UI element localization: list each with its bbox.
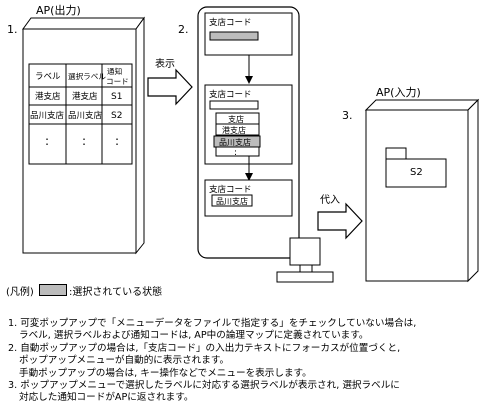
legend-suffix: :選択されている状態	[69, 287, 163, 298]
step-number-3: 3.	[342, 109, 353, 122]
step-number-2: 2.	[178, 23, 189, 36]
ap-input-title: AP(入力)	[376, 86, 421, 99]
screen3-branch-code-label: 支店コード	[209, 184, 252, 195]
svg-text::: :	[115, 134, 119, 148]
screen3-branch-code-field[interactable]	[211, 194, 253, 207]
legend: (凡例) :選択されている状態	[6, 283, 162, 298]
screen2-branch-code-label: 支店コード	[209, 89, 252, 100]
ap-input-box: AP(入力) S2	[364, 86, 480, 283]
note-2-line-2: ポップアップメニューが自動的に表示されます。	[19, 355, 230, 367]
note-2-line-1: 2. 自動ポップアップの場合は,「支店コード」の入出力テキストにフォーカスが位置…	[8, 342, 401, 354]
screen1-branch-code-label: 支店コード	[209, 17, 252, 28]
svg-text::: :	[45, 134, 49, 148]
popup-item-shinagawa[interactable]: 品川支店	[219, 137, 251, 147]
display-arrow: 表示	[147, 57, 193, 106]
row2-selected: 品川支店	[68, 110, 103, 121]
note-1-line-2: ラベル, 選択ラベルおよび通知コードは, AP中の論理マップに定義されています。	[19, 330, 369, 342]
ap-input-value: S2	[410, 167, 423, 178]
popup-item-branch[interactable]: 支店	[228, 114, 244, 124]
header-notify-code-1: 通知	[107, 66, 122, 76]
screen2-branch-code-field[interactable]	[209, 100, 259, 110]
row-continuation-dots: : : :	[45, 134, 119, 148]
popup-item-selected-highlight	[213, 135, 261, 148]
row1-selected: 港支店	[72, 91, 98, 102]
header-selected-label: 選択ラベル	[68, 71, 106, 81]
screen1-branch-code-field[interactable]	[209, 31, 259, 41]
screen-2: 支店コード 支店 港支店 品川支店 :	[204, 84, 293, 165]
note-3-line-2: 対応した通知コードがAPに返されます。	[19, 392, 194, 404]
substitute-arrow: 代入	[317, 194, 363, 240]
screen-1: 支店コード	[204, 12, 293, 56]
header-notify-code-2: コード	[106, 77, 129, 86]
popup-item-minato[interactable]: 港支店	[222, 125, 246, 135]
note-2-line-3: 手動ポップアップの場合は, キー操作などでメニューを表示します。	[19, 367, 312, 379]
legend-selected-swatch	[39, 284, 67, 296]
svg-text::: :	[82, 134, 86, 148]
screen-3: 支店コード 品川支店	[204, 179, 293, 217]
ap-output-title: AP(出力)	[36, 3, 81, 17]
notes: 1. 可変ポップアップで「メニューデータをファイルで指定する」をチェックしていな…	[8, 318, 490, 405]
diagram-canvas: 1. 2. 3. AP(出力) ラベル 選択ラベル 通知 コード 港支店 港支店…	[7, 3, 480, 283]
row2-label: 品川支店	[30, 110, 65, 121]
ap-input-field	[385, 158, 447, 188]
screen3-branch-value: 品川支店	[216, 196, 248, 206]
note-3-line-1: 3. ポップアップメニューで選択したラベルに対応する選択ラベルが表示され, 選択…	[8, 380, 400, 392]
note-1-line-1: 1. 可変ポップアップで「メニューデータをファイルで指定する」をチェックしていな…	[8, 318, 417, 329]
substitute-arrow-label: 代入	[320, 194, 340, 206]
popup-menu: 支店 港支店 品川支店 :	[213, 112, 261, 158]
row1-label: 港支店	[35, 91, 61, 102]
step-number-1: 1.	[7, 23, 18, 36]
label-table: ラベル 選択ラベル 通知 コード 港支店 港支店 S1 品川支店 品川支店 S2…	[28, 63, 133, 165]
popup-more-dots: :	[234, 148, 237, 158]
header-label: ラベル	[35, 72, 61, 82]
display-arrow-label: 表示	[155, 57, 175, 70]
row1-code: S1	[111, 92, 122, 102]
row2-code: S2	[111, 111, 122, 121]
legend-prefix: (凡例)	[6, 287, 34, 298]
